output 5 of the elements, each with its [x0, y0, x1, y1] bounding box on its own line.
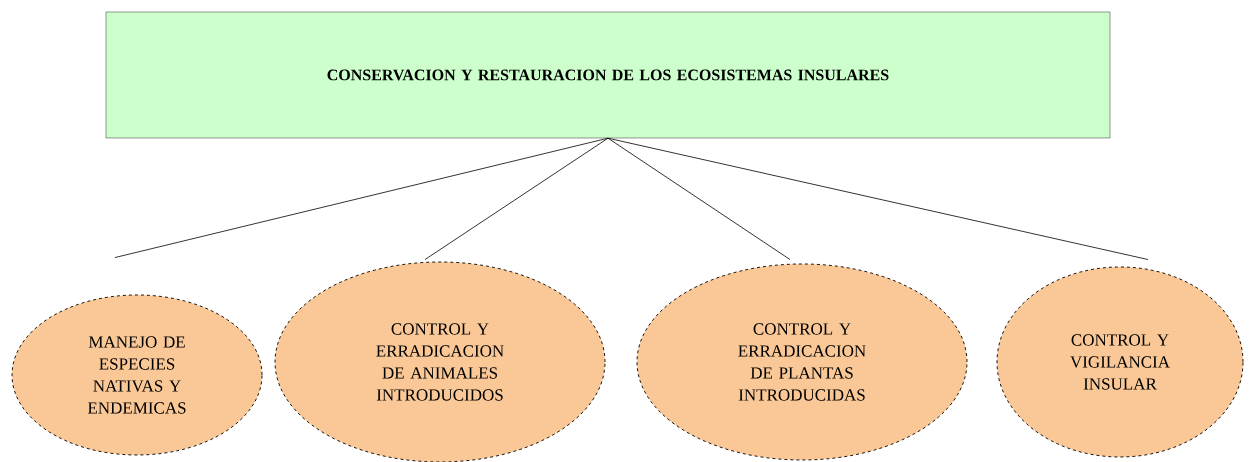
- connector-line: [424, 137, 609, 260]
- connector-line: [607, 137, 791, 260]
- connector-line: [114, 137, 609, 258]
- connector-line: [607, 137, 1149, 260]
- title-box: CONSERVACION Y RESTAURACION DE LOS ECOSISTEMAS INSULARES: [105, 11, 1111, 139]
